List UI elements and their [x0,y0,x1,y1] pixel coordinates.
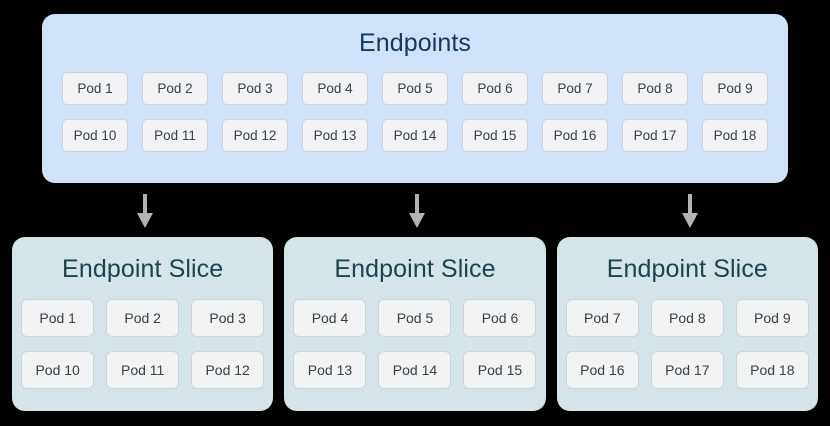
pod-chip: Pod 17 [622,119,688,152]
pod-chip: Pod 4 [302,72,368,105]
pod-chip: Pod 11 [106,351,180,389]
pod-chip: Pod 1 [21,299,95,337]
pod-chip: Pod 4 [293,299,367,337]
arrow-down-icon [405,194,429,228]
pod-chip: Pod 2 [142,72,208,105]
pod-chip: Pod 10 [62,119,128,152]
pod-chip: Pod 3 [222,72,288,105]
pod-chip: Pod 2 [106,299,180,337]
pod-chip: Pod 15 [462,119,528,152]
pod-chip: Pod 3 [191,299,265,337]
slice-pod-grid: Pod 4 Pod 5 Pod 6 Pod 13 Pod 14 Pod 15 [284,299,545,389]
endpoint-slice-group: Endpoint Slice Pod 1 Pod 2 Pod 3 Pod 10 … [12,237,818,411]
endpoint-slice-title: Endpoint Slice [606,255,768,283]
pod-chip: Pod 12 [191,351,265,389]
pod-chip: Pod 9 [702,72,768,105]
pod-chip: Pod 18 [735,351,809,389]
pod-chip: Pod 9 [735,299,809,337]
pod-chip: Pod 7 [565,299,639,337]
pod-chip: Pod 14 [382,119,448,152]
slice-pod-row-1: Pod 7 Pod 8 Pod 9 [557,299,818,337]
endpoint-slice-title: Endpoint Slice [62,255,224,283]
pod-chip: Pod 1 [62,72,128,105]
pod-chip: Pod 18 [702,119,768,152]
endpoints-title: Endpoints [358,29,472,57]
pod-chip: Pod 5 [382,72,448,105]
endpoints-panel: Endpoints Pod 1 Pod 2 Pod 3 Pod 4 Pod 5 … [42,14,788,183]
pod-chip: Pod 12 [222,119,288,152]
endpoint-slice-panel-2: Endpoint Slice Pod 4 Pod 5 Pod 6 Pod 13 … [284,237,546,411]
slice-pod-grid: Pod 7 Pod 8 Pod 9 Pod 16 Pod 17 Pod 18 [557,299,818,389]
pod-chip: Pod 15 [463,351,537,389]
pod-chip: Pod 6 [462,72,528,105]
endpoint-slice-title: Endpoint Slice [334,255,496,283]
endpoints-pod-grid: Pod 1 Pod 2 Pod 3 Pod 4 Pod 5 Pod 6 Pod … [42,72,788,152]
pod-chip: Pod 16 [542,119,608,152]
slice-pod-row-2: Pod 10 Pod 11 Pod 12 [12,351,273,389]
pod-chip: Pod 8 [622,72,688,105]
pod-chip: Pod 6 [463,299,537,337]
slice-pod-row-1: Pod 4 Pod 5 Pod 6 [284,299,545,337]
pod-chip: Pod 11 [142,119,208,152]
pod-chip: Pod 8 [650,299,724,337]
slice-pod-row-2: Pod 13 Pod 14 Pod 15 [284,351,545,389]
endpoint-slice-panel-1: Endpoint Slice Pod 1 Pod 2 Pod 3 Pod 10 … [12,237,274,411]
pod-chip: Pod 7 [542,72,608,105]
arrow-down-icon [678,194,702,228]
pod-chip: Pod 10 [21,351,95,389]
endpoint-slice-panel-3: Endpoint Slice Pod 7 Pod 8 Pod 9 Pod 16 … [556,237,818,411]
pod-chip: Pod 14 [378,351,452,389]
pod-chip: Pod 17 [650,351,724,389]
arrow-down-icon [133,194,157,228]
pod-chip: Pod 5 [378,299,452,337]
slice-pod-grid: Pod 1 Pod 2 Pod 3 Pod 10 Pod 11 Pod 12 [12,299,273,389]
endpoints-pod-row-2: Pod 10 Pod 11 Pod 12 Pod 13 Pod 14 Pod 1… [42,119,788,152]
slice-pod-row-2: Pod 16 Pod 17 Pod 18 [557,351,818,389]
pod-chip: Pod 16 [565,351,639,389]
pod-chip: Pod 13 [302,119,368,152]
pod-chip: Pod 13 [293,351,367,389]
slice-pod-row-1: Pod 1 Pod 2 Pod 3 [12,299,273,337]
endpoints-pod-row-1: Pod 1 Pod 2 Pod 3 Pod 4 Pod 5 Pod 6 Pod … [42,72,788,105]
